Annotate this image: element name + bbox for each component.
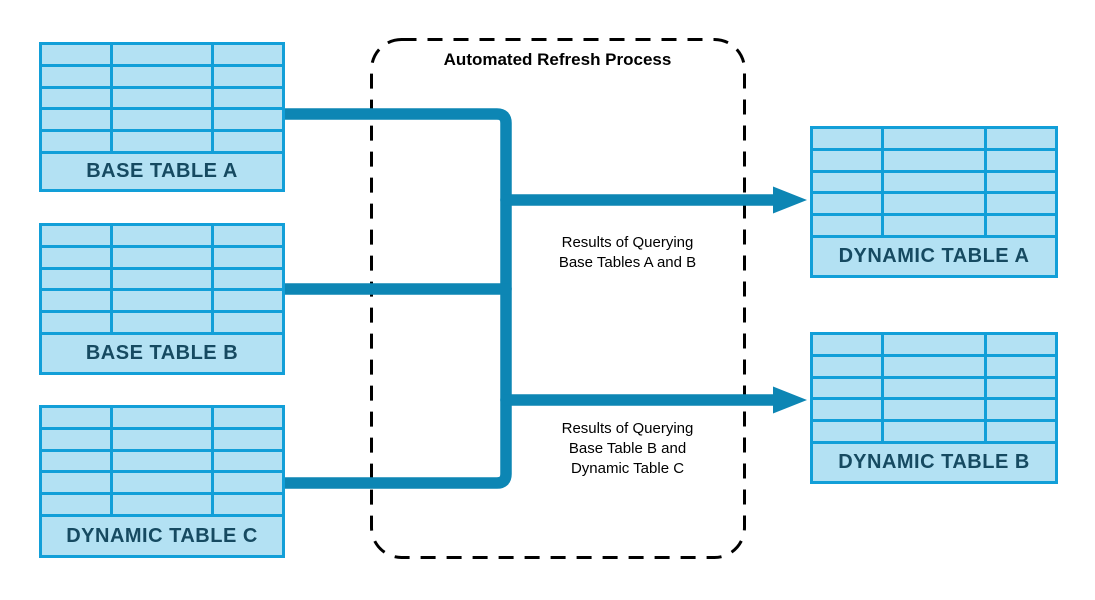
- table-cell: [112, 88, 212, 108]
- table-cell: [986, 378, 1055, 398]
- table-cell: [813, 129, 882, 148]
- table-cell: [813, 150, 882, 170]
- arrowhead-dynamic-a-icon: [773, 186, 807, 214]
- table-label: DYNAMIC TABLE A: [813, 235, 1055, 275]
- table-cell: [884, 356, 984, 376]
- table-cell: [112, 313, 212, 332]
- table-label: DYNAMIC TABLE B: [813, 441, 1055, 481]
- table-cell: [214, 495, 282, 514]
- table-cell: [813, 335, 882, 354]
- table-cell: [112, 66, 212, 86]
- table-cell: [813, 356, 882, 376]
- table-cell: [112, 132, 212, 151]
- table-cell: [813, 172, 882, 192]
- table-cell: [813, 422, 882, 441]
- table-cell: [42, 88, 110, 108]
- table-grid: [42, 226, 282, 332]
- table-cell: [214, 66, 282, 86]
- table-cell: [42, 247, 110, 267]
- table-cell: [214, 88, 282, 108]
- table-cell: [813, 400, 882, 420]
- table-cell: [214, 408, 282, 427]
- table-cell: [986, 335, 1055, 354]
- table-cell: [986, 216, 1055, 235]
- table-cell: [884, 335, 984, 354]
- table-label: DYNAMIC TABLE C: [42, 514, 282, 555]
- arrow-annotation-top: Results of Querying Base Tables A and B: [558, 234, 697, 271]
- table-cell: [884, 216, 984, 235]
- table-cell: [112, 495, 212, 514]
- base-table-a: BASE TABLE A: [39, 42, 285, 192]
- table-grid: [42, 408, 282, 514]
- table-cell: [112, 291, 212, 311]
- table-cell: [42, 110, 110, 130]
- table-cell: [42, 408, 110, 427]
- table-cell: [214, 291, 282, 311]
- table-cell: [813, 378, 882, 398]
- table-cell: [986, 150, 1055, 170]
- table-cell: [986, 356, 1055, 376]
- connector-trunk: [285, 108, 512, 489]
- table-cell: [112, 473, 212, 493]
- table-cell: [884, 194, 984, 214]
- table-cell: [214, 226, 282, 245]
- table-cell: [884, 378, 984, 398]
- table-cell: [112, 408, 212, 427]
- table-cell: [884, 172, 984, 192]
- table-cell: [42, 226, 110, 245]
- table-cell: [112, 451, 212, 471]
- table-cell: [112, 45, 212, 64]
- table-grid: [813, 129, 1055, 235]
- table-cell: [214, 132, 282, 151]
- table-cell: [112, 269, 212, 289]
- table-cell: [214, 451, 282, 471]
- table-cell: [42, 45, 110, 64]
- table-cell: [214, 473, 282, 493]
- table-cell: [42, 313, 110, 332]
- table-cell: [112, 429, 212, 449]
- table-cell: [42, 269, 110, 289]
- table-cell: [813, 194, 882, 214]
- table-cell: [986, 194, 1055, 214]
- dynamic-table-a: DYNAMIC TABLE A: [810, 126, 1058, 278]
- table-cell: [42, 66, 110, 86]
- table-cell: [986, 400, 1055, 420]
- table-cell: [214, 429, 282, 449]
- table-cell: [112, 226, 212, 245]
- table-cell: [112, 110, 212, 130]
- table-cell: [214, 313, 282, 332]
- table-cell: [813, 216, 882, 235]
- table-grid: [813, 335, 1055, 441]
- table-label: BASE TABLE A: [42, 151, 282, 189]
- table-cell: [214, 45, 282, 64]
- automated-refresh-boundary: [370, 38, 746, 559]
- table-cell: [42, 451, 110, 471]
- table-cell: [42, 429, 110, 449]
- table-cell: [214, 269, 282, 289]
- dynamic-table-b: DYNAMIC TABLE B: [810, 332, 1058, 484]
- process-title: Automated Refresh Process: [443, 50, 672, 69]
- arrowhead-dynamic-b-icon: [773, 386, 807, 414]
- arrow-annotation-bottom: Results of Querying Base Table B and Dyn…: [561, 420, 694, 477]
- table-cell: [214, 247, 282, 267]
- table-cell: [884, 422, 984, 441]
- table-cell: [884, 150, 984, 170]
- table-cell: [42, 132, 110, 151]
- dynamic-table-c: DYNAMIC TABLE C: [39, 405, 285, 558]
- table-cell: [42, 495, 110, 514]
- table-label: BASE TABLE B: [42, 332, 282, 372]
- table-cell: [986, 129, 1055, 148]
- table-cell: [214, 110, 282, 130]
- base-table-b: BASE TABLE B: [39, 223, 285, 375]
- table-cell: [42, 473, 110, 493]
- table-grid: [42, 45, 282, 151]
- table-cell: [884, 129, 984, 148]
- table-cell: [986, 422, 1055, 441]
- table-cell: [42, 291, 110, 311]
- table-cell: [884, 400, 984, 420]
- table-cell: [112, 247, 212, 267]
- table-cell: [986, 172, 1055, 192]
